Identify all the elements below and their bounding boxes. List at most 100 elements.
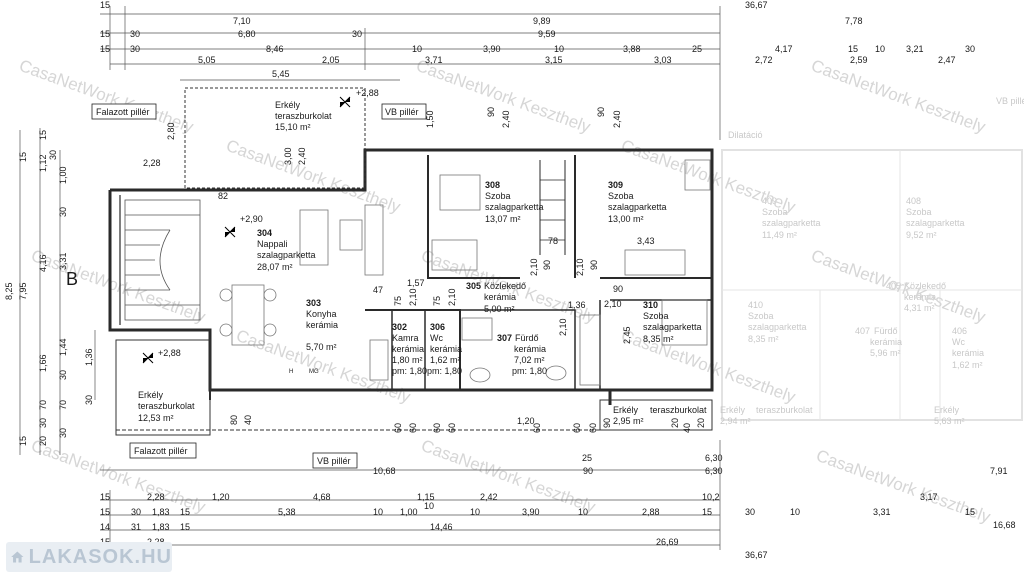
ghost-room-410-area: 8,35 m² xyxy=(748,334,779,344)
dim-left-3: 30 xyxy=(48,150,58,160)
dim-bottom-r2-15: 3,31 xyxy=(873,507,891,517)
dim-bottom-r1-2: 1,20 xyxy=(212,492,230,502)
room-302-num: 302 xyxy=(392,322,407,332)
room-308-area: 13,07 m² xyxy=(485,214,521,224)
top-dimension-labels: 15 7,10 9,89 36,67 15 30 6,80 30 9,59 7,… xyxy=(100,0,975,79)
logo-text: LAKASOK.HU xyxy=(28,545,172,568)
dim-inner-9: 82 xyxy=(218,191,228,201)
dim-inner-6: 2,40 xyxy=(501,110,511,128)
room-307-pm: pm: 1,80 xyxy=(512,366,547,376)
room-310-num: 310 xyxy=(643,300,658,310)
room-305-floor: kerámia xyxy=(484,292,516,302)
room-310-floor: szalagparketta xyxy=(643,322,702,332)
inner-dimensions: 2,28 2,80 3,00 2,40 1,50 90 2,40 90 2,40… xyxy=(143,107,706,433)
dim-inner-25: 90 xyxy=(613,284,623,294)
kitchen-mark-h: H xyxy=(289,369,293,375)
dim-bottom-r2-0: 15 xyxy=(100,507,110,517)
room-balcony-top-area: 15,10 m² xyxy=(275,122,311,132)
dim-top-r1-1: 7,10 xyxy=(233,16,251,26)
dim-bottom-r1-4: 1,15 xyxy=(417,492,435,502)
dim-bottom-r2-3: 15 xyxy=(180,507,190,517)
dim-top-r4-3: 3,15 xyxy=(545,55,563,65)
room-303-area: 5,70 m² xyxy=(306,342,337,352)
dim-top-r1-3: 36,67 xyxy=(745,0,768,10)
pillar-vb-top: VB pillér xyxy=(385,107,419,117)
room-307-area: 7,02 m² xyxy=(514,355,545,365)
dim-bottom-r2-4: 5,38 xyxy=(278,507,296,517)
ghost-room-410-floor: szalagparketta xyxy=(748,322,807,332)
dim-top-r4-6: 2,59 xyxy=(850,55,868,65)
dim-inner-40: 60 xyxy=(588,423,598,433)
watermark-3: CasaNetWork Keszthely xyxy=(809,56,989,137)
dim-bottom-r5-0: 36,67 xyxy=(745,550,768,560)
dim-bottom-r2-1: 30 xyxy=(131,507,141,517)
ghost-room-407-area: 5,96 m² xyxy=(870,348,901,358)
dim-inner-15: 90 xyxy=(589,260,599,270)
dim-top-r4-4: 3,03 xyxy=(654,55,672,65)
dim-bottom-r3-2: 1,83 xyxy=(152,522,170,532)
dim-top-r3-12: 30 xyxy=(965,44,975,54)
dim-left-19: 15 xyxy=(18,436,28,446)
dim-top-r4-5: 2,72 xyxy=(755,55,773,65)
dim-top-r3-8: 4,17 xyxy=(775,44,793,54)
dim-inner-26: 2,45 xyxy=(622,326,632,344)
room-310-name: Szoba xyxy=(643,311,669,321)
dim-top-r4-1: 2,05 xyxy=(322,55,340,65)
ghost-room-409-name: Szoba xyxy=(762,207,788,217)
ghost-room-409-num: 409 xyxy=(762,196,777,206)
dim-inner-5: 90 xyxy=(486,107,496,117)
room-balcony-right-name: Erkély xyxy=(613,405,639,415)
watermark-9: CasaNetWork Keszthely xyxy=(234,326,414,407)
room-307-floor: kerámia xyxy=(514,344,546,354)
dim-bottom-r3-0: 14 xyxy=(100,522,110,532)
dim-inner-3: 2,40 xyxy=(297,147,307,165)
dim-left-2: 15 xyxy=(38,130,48,140)
dim-inner-24: 2,10 xyxy=(604,299,622,309)
room-306-num: 306 xyxy=(430,322,445,332)
room-308-name: Szoba xyxy=(485,191,511,201)
room-balcony-left-area: 12,53 m² xyxy=(138,413,174,423)
axis-label-b: B xyxy=(66,269,78,289)
ghost-label-erkely-2: Erkély xyxy=(934,405,960,415)
ghost-label-erkely-1: Erkély xyxy=(720,405,746,415)
dim-inner-2: 3,00 xyxy=(283,147,293,165)
room-308-floor: szalagparketta xyxy=(485,202,544,212)
room-balcony-right-floor: teraszburkolat xyxy=(650,405,707,415)
bottom-dimensions xyxy=(100,440,721,550)
dim-left-5: 30 xyxy=(58,207,68,217)
room-309-floor: szalagparketta xyxy=(608,202,667,212)
site-logo[interactable]: LAKASOK.HU xyxy=(6,542,172,572)
room-309-area: 13,00 m² xyxy=(608,214,644,224)
dim-bottom-r2-5: 10 xyxy=(373,507,383,517)
dim-inner-20: 75 xyxy=(432,296,442,306)
dim-inner-12: 2,10 xyxy=(529,258,539,276)
room-balcony-left-name: Erkély xyxy=(138,390,164,400)
dim-inner-31: 60 xyxy=(408,423,418,433)
dim-bottom-r2-16: 15 xyxy=(965,507,975,517)
room-302-pm: pm: 1,80 xyxy=(392,366,427,376)
dim-bottom-r1-6: 10,2 xyxy=(702,492,720,502)
dim-bottom-r1-5: 2,42 xyxy=(480,492,498,502)
dim-inner-23: 2,10 xyxy=(558,318,568,336)
dim-left-11: 1,66 xyxy=(38,354,48,372)
walls xyxy=(108,148,714,405)
dim-inner-7: 90 xyxy=(596,107,606,117)
ghost-room-408-name: Szoba xyxy=(906,207,932,217)
room-302-area: 1,80 m² xyxy=(392,355,423,365)
room-302-floor: kerámia xyxy=(392,344,424,354)
left-dimension-labels: 15 1,12 15 30 1,00 30 4,16 3,31 7,95 8,2… xyxy=(4,130,94,446)
dim-inner-35: 90 xyxy=(602,418,612,428)
balconies xyxy=(115,87,713,436)
dim-bottom-extra-5: 7,91 xyxy=(990,466,1008,476)
dim-left-15: 30 xyxy=(38,418,48,428)
dim-inner-0: 2,28 xyxy=(143,158,161,168)
dim-bottom-r4-2: 26,69 xyxy=(656,537,679,547)
left-dimensions xyxy=(19,128,96,455)
ghost-room-405-name: Közlekedő xyxy=(904,281,946,291)
dim-top-r3-10: 10 xyxy=(875,44,885,54)
dim-bottom-r2-2: 1,83 xyxy=(152,507,170,517)
dim-top-r3-9: 15 xyxy=(848,44,858,54)
dim-top-r3-0: 15 xyxy=(100,44,110,54)
ghost-room-410-name: Szoba xyxy=(748,311,774,321)
dim-inner-10: 78 xyxy=(548,236,558,246)
